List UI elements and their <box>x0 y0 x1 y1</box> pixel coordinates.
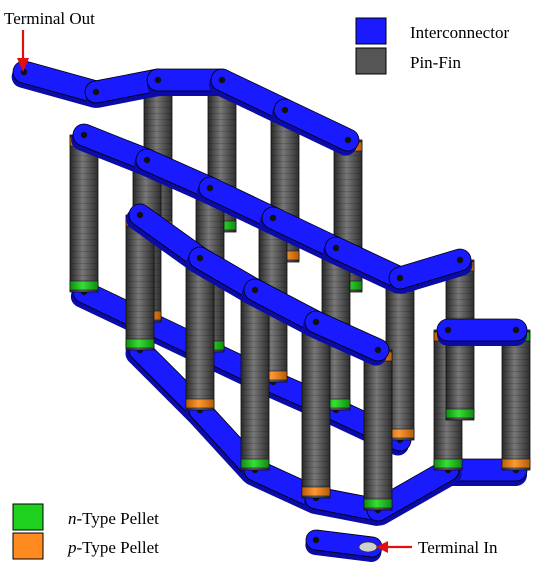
interconnector-legend-label: Interconnector <box>410 23 509 42</box>
interconnector-strap <box>436 318 528 346</box>
pin-fin-texture <box>502 330 530 470</box>
pin-fin-columns <box>69 79 531 511</box>
pin-fin-texture <box>186 258 214 410</box>
pin-fin-column <box>301 321 331 499</box>
p-type-swatch <box>12 532 44 560</box>
strap-hole <box>136 211 144 219</box>
p-type-pellet <box>301 486 331 497</box>
strap-hole <box>251 286 259 294</box>
pin-fin-column <box>501 329 531 471</box>
n-type-swatch <box>12 503 44 531</box>
strap-hole <box>154 76 162 84</box>
interconnector-swatch <box>355 17 387 45</box>
terminal-out-arrowhead <box>17 58 29 72</box>
strap-hole <box>281 106 289 114</box>
terminal-in-label: Terminal In <box>418 538 498 557</box>
pin-fin-column <box>363 349 393 511</box>
strap-hole <box>374 346 382 354</box>
pin-fin-column <box>69 134 99 293</box>
pin-fin-texture <box>241 290 269 470</box>
terminal-in-arrowhead <box>376 541 388 553</box>
n-type-pellet <box>240 458 270 469</box>
p-type-pellet <box>501 458 531 469</box>
terminal-in-pad <box>358 541 378 553</box>
interconnector-strap <box>302 310 390 366</box>
pin-fin-column <box>185 257 215 411</box>
n-type-legend-label: n-Type Pellet <box>68 509 159 528</box>
pin-fin-column <box>240 289 270 471</box>
pin-fin-legend-label: Pin-Fin <box>410 53 462 72</box>
n-type-pellet <box>445 408 475 419</box>
strap-hole <box>456 256 464 264</box>
strap-top <box>436 318 528 342</box>
n-type-pellet <box>433 458 463 469</box>
strap-top <box>388 248 472 290</box>
pin-fin-texture <box>302 322 330 498</box>
strap-hole <box>312 536 320 544</box>
strap-hole <box>218 76 226 84</box>
n-type-pellet <box>69 280 99 291</box>
p-type-legend-label: p-Type Pellet <box>67 538 159 557</box>
interconnector-strap <box>388 248 473 294</box>
terminal-out-label: Terminal Out <box>4 9 95 28</box>
pin-fin-texture <box>70 135 98 292</box>
strap-top <box>304 310 390 362</box>
strap-hole <box>196 254 204 262</box>
strap-hole <box>312 318 320 326</box>
pin-fin-swatch <box>355 47 387 75</box>
interconnector-strap <box>271 98 360 156</box>
strap-hole <box>332 244 340 252</box>
strap-top <box>273 98 360 152</box>
strap-hole <box>206 184 214 192</box>
strap-hole <box>269 214 277 222</box>
terminal-out-annotation: Terminal Out <box>4 9 95 72</box>
strap-hole <box>344 136 352 144</box>
strap-hole <box>92 88 100 96</box>
pin-fin-texture <box>364 350 392 510</box>
legend-top: Interconnector Pin-Fin <box>355 17 509 75</box>
top-interconnector-straps <box>11 60 528 562</box>
strap-hole <box>444 326 452 334</box>
n-type-pellet <box>125 338 155 349</box>
strap-hole <box>512 326 520 334</box>
strap-hole <box>143 156 151 164</box>
terminal-in-annotation: Terminal In <box>376 538 498 557</box>
n-type-pellet <box>363 498 393 509</box>
legend-bottom: n-Type Pellet p-Type Pellet <box>12 503 159 560</box>
p-type-pellet <box>185 398 215 409</box>
strap-hole <box>396 274 404 282</box>
strap-hole <box>80 131 88 139</box>
